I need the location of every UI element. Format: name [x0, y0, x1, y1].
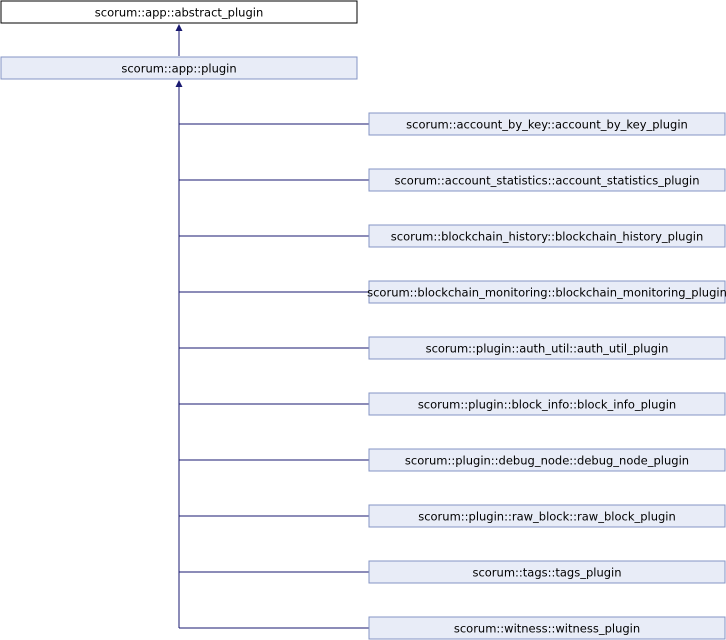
- derived-class-node[interactable]: scorum::blockchain_history::blockchain_h…: [368, 224, 726, 248]
- root-node-label: scorum::app::abstract_plugin: [95, 6, 264, 20]
- derived-class-box: [368, 392, 726, 416]
- derived-class-node[interactable]: scorum::account_by_key::account_by_key_p…: [368, 112, 726, 136]
- derived-class-box: [368, 224, 726, 248]
- derived-class-node[interactable]: scorum::plugin::block_info::block_info_p…: [368, 392, 726, 416]
- derived-class-box: [368, 336, 726, 360]
- derived-class-node[interactable]: scorum::account_statistics::account_stat…: [368, 168, 726, 192]
- derived-classes: scorum::account_by_key::account_by_key_p…: [179, 112, 726, 640]
- derived-class-label: scorum::account_by_key::account_by_key_p…: [406, 118, 688, 132]
- derived-class-node[interactable]: scorum::blockchain_monitoring::blockchai…: [367, 280, 726, 304]
- base-node-box: [0, 56, 358, 80]
- derived-class-label: scorum::account_statistics::account_stat…: [394, 174, 699, 188]
- derived-class-label: scorum::plugin::raw_block::raw_block_plu…: [418, 510, 676, 524]
- derived-class-label: scorum::blockchain_history::blockchain_h…: [391, 230, 703, 244]
- derived-class-box: [368, 280, 726, 304]
- derived-class-node[interactable]: scorum::plugin::auth_util::auth_util_plu…: [368, 336, 726, 360]
- derived-class-label: scorum::tags::tags_plugin: [472, 566, 621, 580]
- root-node[interactable]: scorum::app::abstract_plugin: [0, 0, 358, 24]
- root-node-box: [0, 0, 358, 24]
- derived-class-label: scorum::witness::witness_plugin: [454, 622, 640, 636]
- derived-class-box: [368, 168, 726, 192]
- derived-class-box: [368, 112, 726, 136]
- derived-class-box: [368, 616, 726, 640]
- derived-class-node[interactable]: scorum::plugin::debug_node::debug_node_p…: [368, 448, 726, 472]
- derived-class-box: [368, 448, 726, 472]
- derived-class-label: scorum::plugin::auth_util::auth_util_plu…: [426, 342, 669, 356]
- derived-class-node[interactable]: scorum::plugin::raw_block::raw_block_plu…: [368, 504, 726, 528]
- derived-class-box: [368, 504, 726, 528]
- derived-class-label: scorum::plugin::block_info::block_info_p…: [418, 398, 676, 412]
- derived-class-label: scorum::plugin::debug_node::debug_node_p…: [405, 454, 689, 468]
- derived-class-node[interactable]: scorum::tags::tags_plugin: [368, 560, 726, 584]
- arrowhead-base: [175, 80, 183, 87]
- derived-class-label: scorum::blockchain_monitoring::blockchai…: [367, 286, 726, 300]
- derived-class-node[interactable]: scorum::witness::witness_plugin: [368, 616, 726, 640]
- derived-class-box: [368, 560, 726, 584]
- base-node-label: scorum::app::plugin: [121, 62, 236, 76]
- arrowhead-root: [175, 24, 183, 31]
- base-node[interactable]: scorum::app::plugin: [0, 56, 358, 80]
